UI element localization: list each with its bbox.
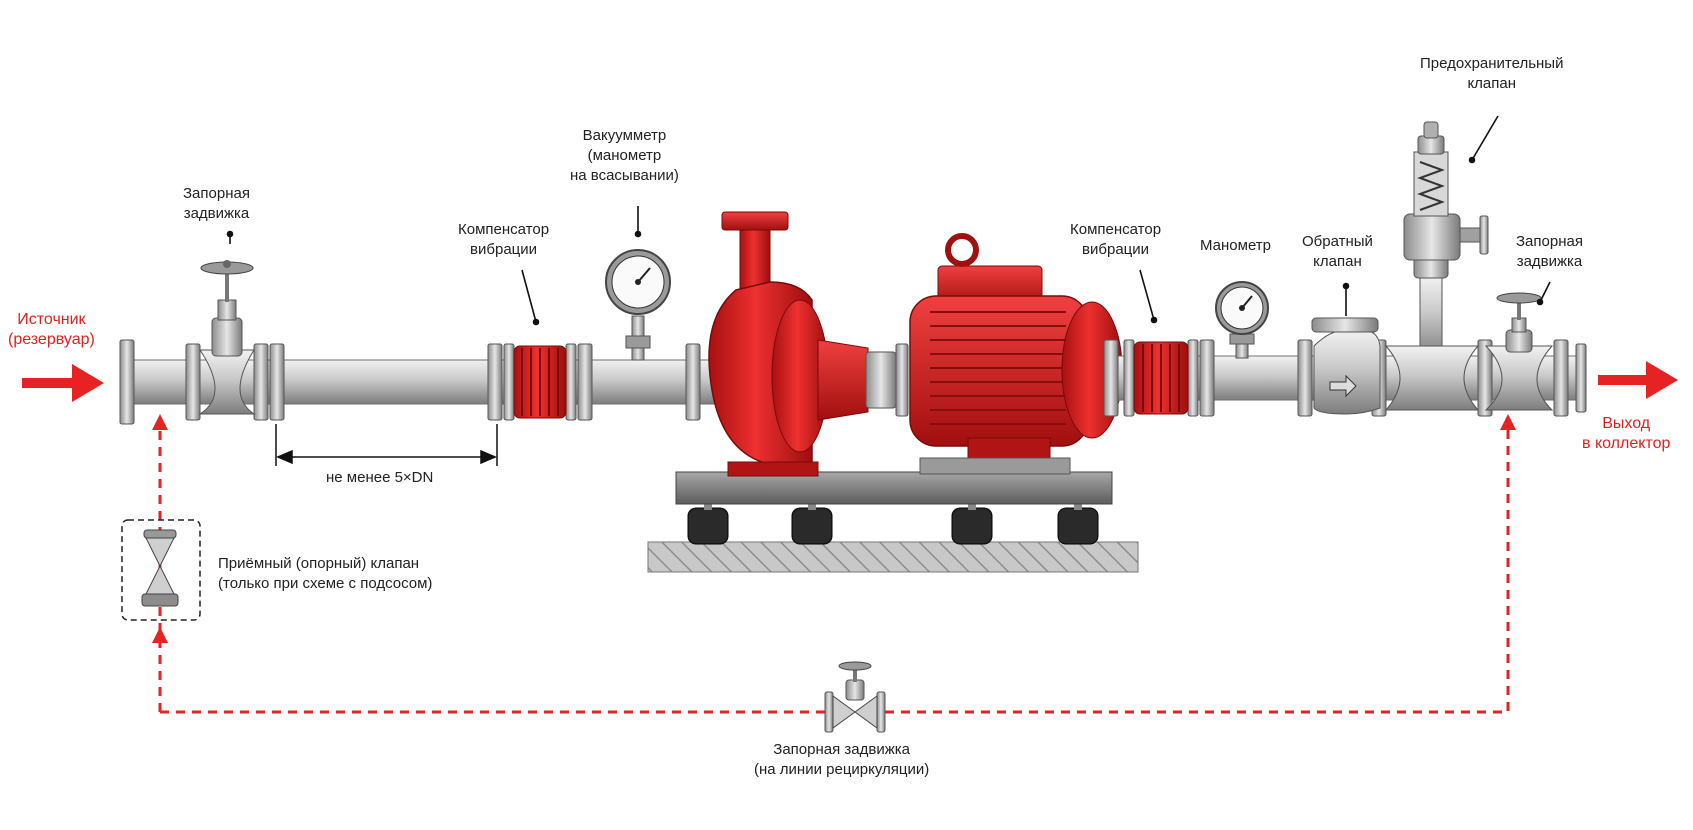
leader-lines bbox=[226, 115, 1551, 326]
vacuum-gauge-label-line1: Вакуумметр bbox=[582, 127, 667, 144]
outlet-compensator-label: Компенсатор вибрации bbox=[1070, 220, 1161, 260]
check-valve-label-line1: Обратный bbox=[1302, 233, 1373, 250]
base-frame bbox=[675, 471, 1113, 505]
recirculation-valve-label: Запорная задвижка (на линии рециркуляции… bbox=[754, 740, 929, 780]
recirculation-arrowhead-left-upper bbox=[152, 414, 168, 430]
centrifugal-pump bbox=[708, 211, 909, 477]
foot-valve-label-line1: Приёмный (опорный) клапан bbox=[218, 555, 420, 572]
suction-flanges bbox=[185, 343, 701, 421]
vacuum-gauge-label-line2: (манометр bbox=[587, 147, 662, 164]
inlet-gate-valve-label-line1: Запорная bbox=[183, 185, 250, 202]
check-valve-label: Обратный клапан bbox=[1302, 232, 1373, 272]
foundation-slab bbox=[647, 541, 1139, 573]
source-label: Источник (резервуар) bbox=[8, 310, 95, 350]
recirculation-valve-label-line1: Запорная задвижка bbox=[773, 741, 910, 758]
inlet-vibration-compensator bbox=[513, 345, 567, 419]
recirculation-arrowhead-right bbox=[1500, 414, 1516, 430]
recirculation-valve-label-line2: (на линии рециркуляции) bbox=[754, 761, 930, 778]
source-label-line2: (резервуар) bbox=[8, 331, 95, 348]
outlet-gate-valve-label: Запорная задвижка bbox=[1516, 232, 1583, 272]
check-valve-label-line2: клапан bbox=[1313, 253, 1362, 270]
foot-valve-label: Приёмный (опорный) клапан (только при сх… bbox=[218, 554, 432, 594]
vacuum-gauge bbox=[605, 249, 671, 361]
outlet-compensator-label-line2: вибрации bbox=[1082, 241, 1150, 258]
safety-valve-label-line1: Предохранительный bbox=[1420, 55, 1564, 72]
electric-motor bbox=[909, 233, 1123, 475]
pressure-gauge-label: Манометр bbox=[1200, 236, 1271, 256]
pressure-gauge bbox=[1215, 281, 1269, 359]
outlet-label-line1: Выход bbox=[1602, 415, 1651, 432]
outlet-gate-valve-body bbox=[1484, 292, 1554, 411]
inlet-gate-valve-label-line2: задвижка bbox=[183, 205, 250, 222]
mount-studs bbox=[704, 500, 1082, 510]
outlet-vibration-compensator bbox=[1133, 341, 1189, 415]
inlet-gate-valve-label: Запорная задвижка bbox=[183, 184, 250, 224]
source-label-line1: Источник bbox=[17, 311, 86, 328]
safety-valve bbox=[1403, 121, 1489, 359]
inlet-compensator-label-line2: вибрации bbox=[470, 241, 538, 258]
recirculation-gate-valve bbox=[824, 661, 886, 733]
safety-valve-label: Предохранительный клапан bbox=[1420, 54, 1563, 94]
inlet-compensator-label: Компенсатор вибрации bbox=[458, 220, 549, 260]
outlet-end-flange bbox=[1575, 343, 1587, 413]
min-length-label: не менее 5×DN bbox=[326, 468, 433, 488]
outlet-gate-valve-label-line1: Запорная bbox=[1516, 233, 1583, 250]
inlet-compensator-label-line1: Компенсатор bbox=[458, 221, 550, 238]
outlet-flow-arrow bbox=[1598, 361, 1678, 399]
outlet-label: Выход в коллектор bbox=[1582, 414, 1670, 454]
vacuum-gauge-label: Вакуумметр (манометр на всасывании) bbox=[570, 126, 679, 186]
outlet-compensator-label-line1: Компенсатор bbox=[1070, 221, 1162, 238]
outlet-gate-valve-label-line2: задвижка bbox=[1516, 253, 1583, 270]
min-length-label-text: не менее 5×DN bbox=[326, 469, 434, 486]
outlet-gate-valve bbox=[1384, 345, 1480, 411]
safety-valve-label-line2: клапан bbox=[1467, 75, 1517, 92]
min-length-dimension bbox=[275, 424, 498, 466]
inlet-flow-arrow bbox=[22, 364, 104, 402]
outlet-label-line2: в коллектор bbox=[1582, 435, 1671, 452]
inlet-end-flange bbox=[119, 339, 135, 425]
inlet-gate-valve bbox=[198, 260, 256, 415]
vacuum-gauge-label-line3: на всасывании) bbox=[570, 167, 679, 184]
check-valve bbox=[1311, 317, 1381, 415]
recirculation-arrowhead-left-lower bbox=[152, 627, 168, 643]
discharge-flanges bbox=[1103, 339, 1569, 417]
foot-valve-label-line2: (только при схеме с подсосом) bbox=[218, 575, 433, 592]
foot-valve bbox=[121, 519, 201, 621]
vibration-mounts bbox=[687, 507, 1099, 545]
pressure-gauge-label-line1: Манометр bbox=[1200, 237, 1272, 254]
